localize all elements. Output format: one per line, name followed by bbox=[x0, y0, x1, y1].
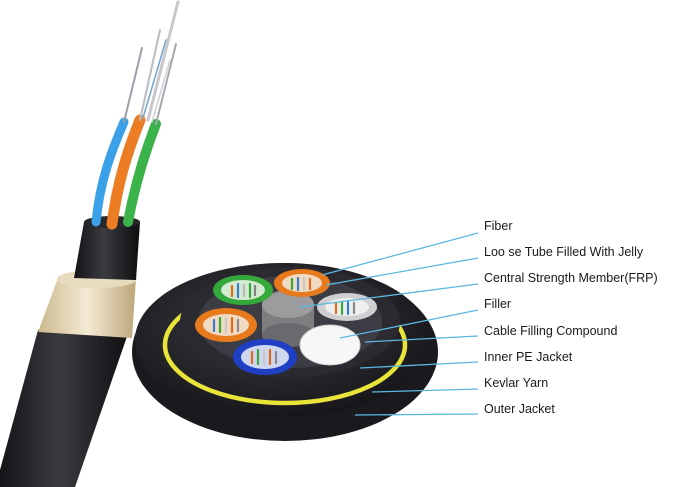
filler-rod bbox=[299, 324, 361, 366]
cable-side-view bbox=[0, 0, 180, 487]
white-tube-section bbox=[317, 293, 377, 321]
leader-fiber bbox=[321, 232, 479, 276]
leader-outer-jacket bbox=[354, 413, 479, 416]
leader-lines bbox=[299, 232, 479, 416]
blue-tube-section bbox=[233, 339, 297, 375]
label-inner-pe-jacket: Inner PE Jacket bbox=[484, 350, 573, 364]
leader-kevlar-yarn bbox=[371, 388, 479, 393]
orange-tube-section-left bbox=[195, 308, 257, 342]
leader-central-strength-member bbox=[299, 283, 479, 308]
label-cable-filling-compound: Cable Filling Compound bbox=[484, 324, 618, 338]
orange-tube-section-top bbox=[274, 269, 330, 297]
green-tube-section bbox=[213, 275, 273, 305]
leader-filling-compound bbox=[364, 335, 479, 343]
label-filler: Filler bbox=[484, 297, 512, 311]
kevlar-yarn-wrap bbox=[38, 278, 136, 338]
label-outer-jacket: Outer Jacket bbox=[484, 402, 555, 416]
label-kevlar-yarn: Kevlar Yarn bbox=[484, 376, 549, 390]
inner-jacket-body bbox=[74, 222, 140, 280]
central-strength-rod bbox=[146, 0, 180, 122]
leader-filler bbox=[339, 309, 479, 339]
cable-cross-section bbox=[132, 263, 438, 441]
label-central-strength-member: Central Strength Member(FRP) bbox=[484, 271, 658, 285]
leader-loose-tube bbox=[325, 257, 479, 286]
orange-loose-tube bbox=[106, 114, 146, 230]
leader-inner-pe-jacket bbox=[359, 361, 479, 369]
blue-loose-tube bbox=[91, 117, 129, 227]
outer-jacket-body bbox=[0, 322, 132, 487]
label-loose-tube: Loo se Tube Filled With Jelly bbox=[484, 245, 644, 259]
optical-fibers bbox=[123, 0, 180, 125]
green-loose-tube bbox=[123, 119, 161, 227]
label-fiber: Fiber bbox=[484, 219, 513, 233]
